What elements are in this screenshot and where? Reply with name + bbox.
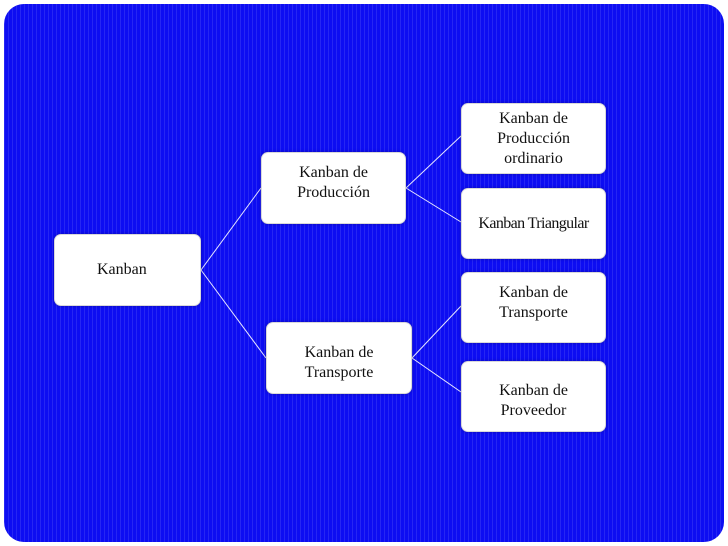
node-kanban-label: Kanban xyxy=(97,261,147,278)
node-kanban-de-produccion-ordinario: Kanban de Producción ordinario xyxy=(461,103,606,174)
node-kanban-de-produccion-label: Kanban de Producción xyxy=(297,164,370,201)
node-kanban-de-transporte-leaf: Kanban de Transporte xyxy=(461,272,606,343)
node-kanban-de-transporte-label: Kanban de Transporte xyxy=(304,344,374,381)
node-kanban-triangular: Kanban Triangular xyxy=(461,188,606,259)
connector-transporte-to-transporte-leaf xyxy=(411,305,462,359)
connector-produccion-to-ordinario xyxy=(405,135,462,189)
connector-root-to-produccion xyxy=(200,187,262,271)
node-kanban: Kanban xyxy=(54,234,201,306)
connector-transporte-to-proveedor xyxy=(411,357,462,393)
node-kanban-de-proveedor: Kanban de Proveedor xyxy=(461,361,606,432)
node-kanban-de-proveedor-label: Kanban de Proveedor xyxy=(499,382,568,419)
node-kanban-triangular-label: Kanban Triangular xyxy=(478,214,589,232)
node-kanban-de-transporte-leaf-label: Kanban de Transporte xyxy=(499,284,568,321)
connector-produccion-to-triangular xyxy=(405,187,462,223)
node-kanban-de-transporte: Kanban de Transporte xyxy=(266,322,412,394)
slide-background xyxy=(4,4,724,542)
node-kanban-de-produccion: Kanban de Producción xyxy=(261,152,406,224)
connector-root-to-transporte xyxy=(200,269,267,359)
node-kanban-de-produccion-ordinario-label: Kanban de Producción ordinario xyxy=(497,109,570,167)
